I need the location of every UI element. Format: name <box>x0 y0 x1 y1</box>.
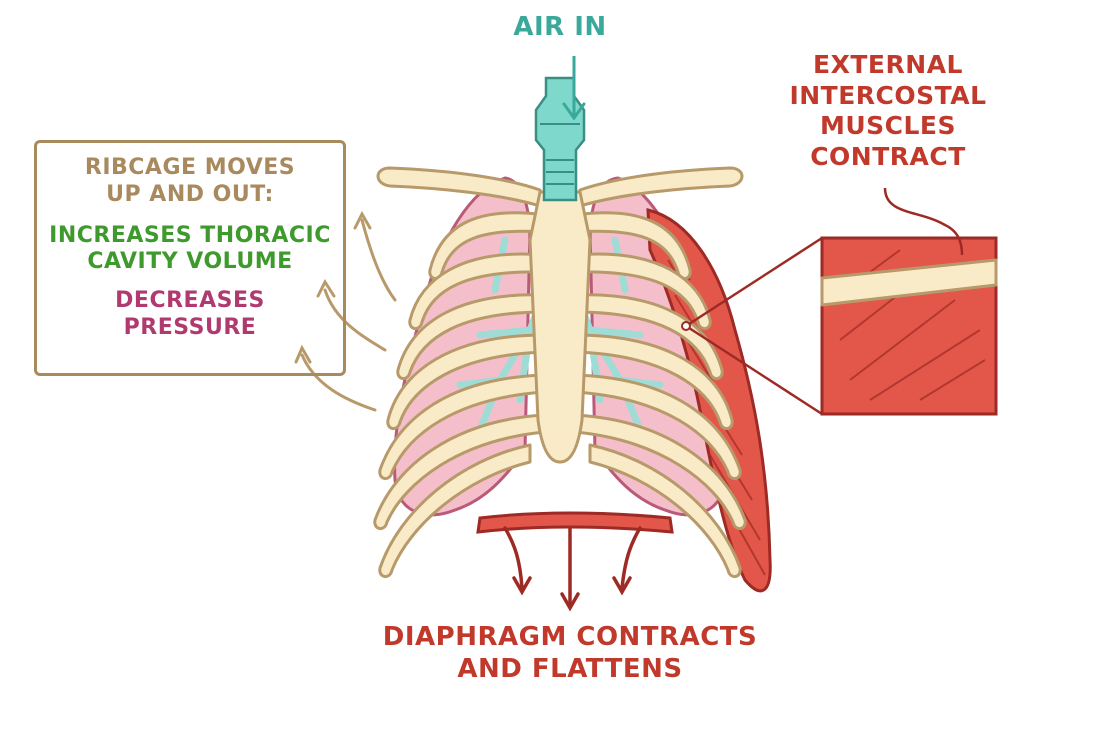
right-clavicle <box>578 166 744 208</box>
inset-rib-band <box>820 258 998 307</box>
diaphragm-label: DIAPHRAGM CONTRACTS AND FLATTENS <box>382 622 758 684</box>
air-in-label: AIR IN <box>513 12 607 42</box>
zoom-point <box>681 321 691 331</box>
left-clavicle <box>376 166 542 208</box>
intercostal-label: EXTERNAL INTERCOSTAL MUSCLES CONTRACT <box>789 50 987 171</box>
volume-label: INCREASES THORACIC CAVITY VOLUME <box>49 222 331 275</box>
ribcage-arrows <box>294 210 397 412</box>
ribcage-label: RIBCAGE MOVES UP AND OUT: <box>84 155 296 207</box>
pressure-label: DECREASES PRESSURE <box>115 288 265 341</box>
trachea <box>534 76 586 202</box>
diaphragm-muscle <box>476 511 674 534</box>
sternum <box>528 190 592 464</box>
ribcage-info-box: RIBCAGE MOVES UP AND OUT: INCREASES THOR… <box>34 140 346 376</box>
diaphragm-arrows <box>503 526 642 612</box>
